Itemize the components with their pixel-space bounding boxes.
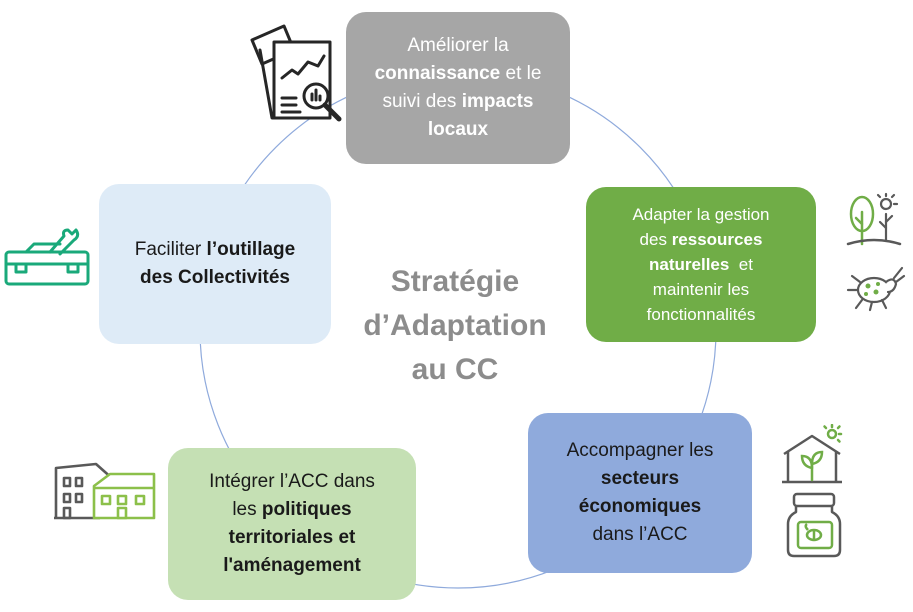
knowledge-text-3a: suivi des	[382, 91, 462, 112]
resources-text: Adapter la gestion des ressources nature…	[632, 202, 769, 327]
buildings-icon	[54, 462, 156, 520]
territorial-bold-politiques: politiques	[261, 499, 352, 520]
knowledge-bold-impacts: impacts	[461, 91, 534, 112]
economic-line-1: Accompagner les	[566, 440, 714, 461]
knowledge-box: Améliorer la connaissance et le suivi de…	[346, 12, 570, 164]
economic-text: Accompagner les secteurs économiques dan…	[567, 437, 714, 549]
territorial-bold-amenagement: l'aménagement	[223, 555, 361, 576]
honey-jar-icon	[786, 492, 842, 558]
tree-sun-icon	[846, 192, 902, 246]
center-title-line-1: Stratégie	[390, 265, 520, 298]
knowledge-line-3: suivi des impacts	[375, 88, 542, 116]
economic-bold-secteurs: secteurs	[600, 468, 680, 489]
resources-text-3b: et	[729, 255, 753, 274]
economic-box: Accompagner les secteurs économiques dan…	[528, 413, 752, 573]
tools-text: Faciliter l’outillage des Collectivités	[135, 236, 295, 292]
center-title-line-2: d’Adaptation	[363, 309, 547, 342]
resources-line-2: des ressources	[632, 227, 769, 252]
center-title: Stratégie d’Adaptation au CC	[345, 260, 565, 392]
resources-bold-naturelles: naturelles	[649, 255, 730, 274]
report-magnifier-icon	[250, 24, 342, 122]
tools-bold-outillage: l’outillage	[206, 239, 296, 260]
economic-line-4: dans l’ACC	[592, 524, 688, 545]
resources-line-3: naturelles et	[632, 252, 769, 277]
tools-line-1: Faciliter l’outillage	[135, 236, 295, 264]
territorial-line-4: l'aménagement	[209, 552, 375, 580]
knowledge-bold-connaissance: connaissance	[374, 63, 501, 84]
economic-line-3: économiques	[567, 493, 714, 521]
economic-line-2: secteurs	[567, 465, 714, 493]
territorial-line-2: les politiques	[209, 496, 375, 524]
resources-line-4: maintenir les	[652, 280, 750, 299]
tools-bold-collectivites: des Collectivités	[140, 267, 290, 288]
knowledge-line-2: connaissance et le	[375, 60, 542, 88]
resources-text-2a: des	[639, 230, 672, 249]
resources-line-1: Adapter la gestion	[632, 205, 770, 224]
knowledge-line-1: Améliorer la	[407, 35, 509, 56]
knowledge-text: Améliorer la connaissance et le suivi de…	[375, 32, 542, 144]
resources-line-5: fonctionnalités	[646, 305, 756, 324]
knowledge-text-2b: et le	[500, 63, 542, 84]
resources-bold-ressources: ressources	[671, 230, 763, 249]
economic-bold-economiques: économiques	[578, 496, 702, 517]
tools-line-2: des Collectivités	[135, 264, 295, 292]
resources-box: Adapter la gestion des ressources nature…	[586, 187, 816, 342]
center-title-line-3: au CC	[411, 353, 499, 386]
territorial-bold-territoriales: territoriales et	[228, 527, 356, 548]
knowledge-bold-locaux: locaux	[427, 119, 489, 140]
beetle-icon	[846, 266, 906, 312]
greenhouse-icon	[782, 424, 843, 484]
tools-box: Faciliter l’outillage des Collectivités	[99, 184, 331, 344]
territorial-box: Intégrer l’ACC dans les politiques terri…	[168, 448, 416, 600]
territorial-text-2a: les	[232, 499, 262, 520]
knowledge-line-4: locaux	[375, 116, 542, 144]
territorial-line-1: Intégrer l’ACC dans	[209, 471, 375, 492]
territorial-text: Intégrer l’ACC dans les politiques terri…	[209, 468, 375, 580]
tools-text-1a: Faciliter	[134, 239, 207, 260]
territorial-line-3: territoriales et	[209, 524, 375, 552]
toolbox-icon	[4, 228, 90, 286]
